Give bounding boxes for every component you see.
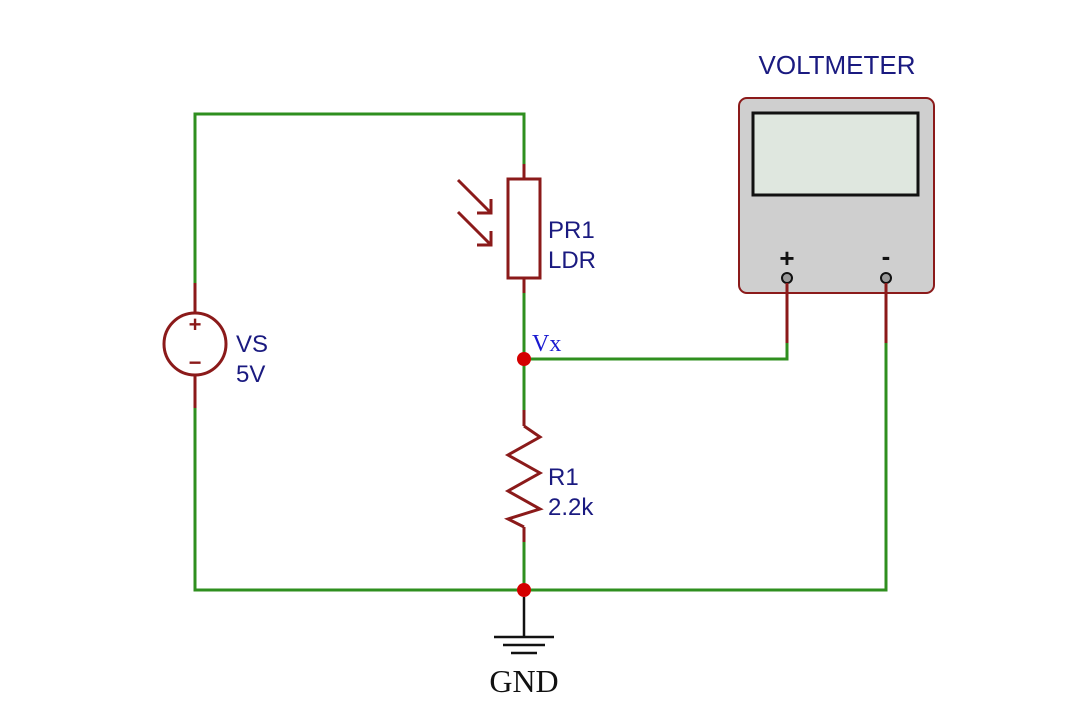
voltmeter-plus-label: + <box>779 243 794 273</box>
voltmeter-plus-terminal <box>781 272 793 284</box>
light-arrows-icon <box>456 178 493 247</box>
resistor-zigzag <box>504 424 544 529</box>
source-name-label: VS <box>236 331 268 358</box>
junction-ground <box>517 583 531 597</box>
resistor-component: R1 2.2k <box>504 410 594 542</box>
resistor-name-label: R1 <box>548 464 579 491</box>
wire-source-bottom <box>193 406 526 592</box>
source-value-label: 5V <box>236 361 265 388</box>
voltmeter-minus-label: - <box>882 241 891 271</box>
ldr-body <box>506 177 542 280</box>
ground-label: GND <box>489 663 558 699</box>
wire-ground-to-meter-minus <box>522 341 888 592</box>
voltmeter-minus-terminal <box>880 272 892 284</box>
wire-vx-to-meter-plus <box>522 341 789 361</box>
voltmeter-display <box>751 111 920 197</box>
voltmeter-title: VOLTMETER <box>759 50 916 80</box>
resistor-value-label: 2.2k <box>548 494 594 521</box>
source-symbol <box>162 311 228 377</box>
wire-top <box>193 112 526 285</box>
junction-vx <box>517 352 531 366</box>
wires <box>193 112 888 592</box>
source-plus-symbol: + <box>189 312 202 337</box>
ground-symbol <box>494 597 554 655</box>
ldr-name-label: PR1 <box>548 217 595 244</box>
ldr-value-label: LDR <box>548 247 596 274</box>
voltage-source: + − VS 5V <box>162 283 268 408</box>
ldr-component: PR1 LDR <box>456 164 596 293</box>
source-minus-symbol: − <box>189 350 202 375</box>
voltmeter: VOLTMETER + - <box>738 50 935 343</box>
node-vx-label: Vx <box>532 331 561 357</box>
